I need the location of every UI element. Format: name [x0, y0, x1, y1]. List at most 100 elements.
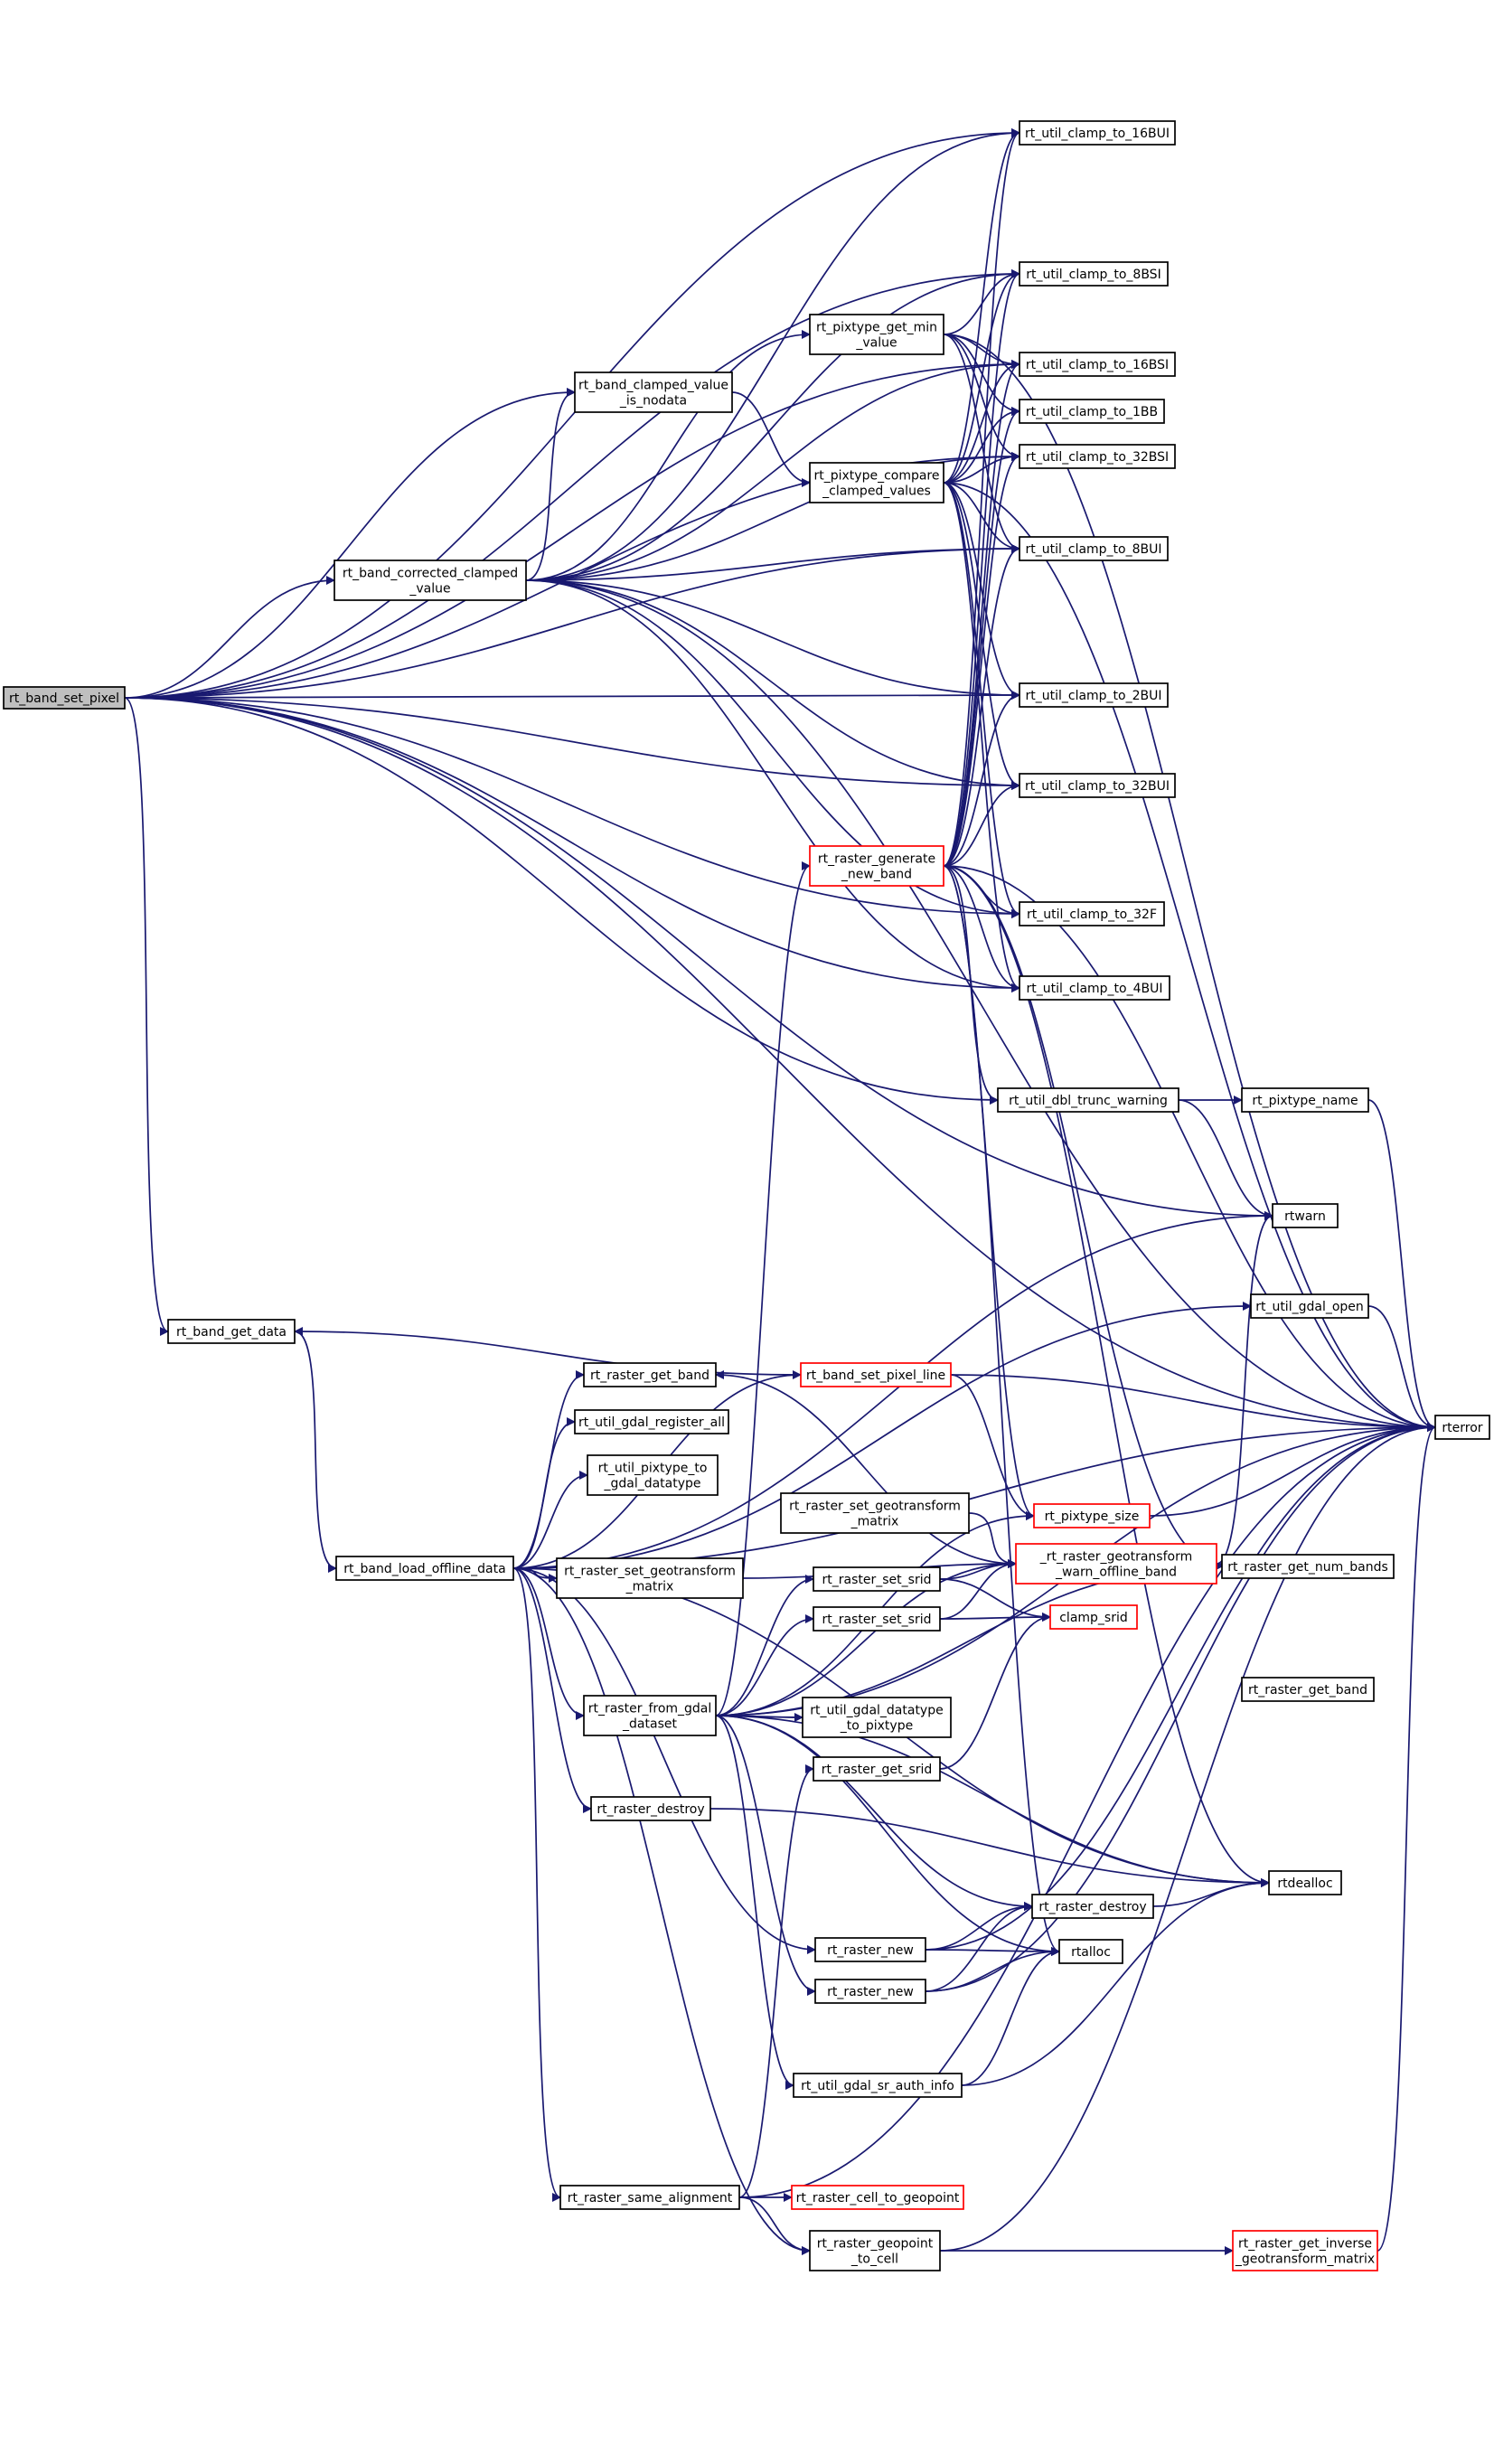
node-rt-raster-new[interactable]: rt_raster_new — [814, 1979, 926, 2004]
node-rt-util-clamp-to-2bui[interactable]: rt_util_clamp_to_2BUI — [1019, 682, 1169, 708]
function-nodes: rt_band_set_pixel rt_util_clamp_to_16BUIr… — [3, 120, 1490, 2271]
node-box — [997, 1087, 1179, 1113]
edge-rt-band-set-pixel-to-rt-band-corrected-clamped-value — [124, 576, 335, 699]
node-box — [1019, 120, 1176, 146]
node-rt-raster-generate-new-band[interactable]: rt_raster_generate_new_band — [809, 845, 944, 887]
node-rt-util-gdal-open[interactable]: rt_util_gdal_open — [1250, 1293, 1369, 1319]
node-rt-raster-get-band[interactable]: rt_raster_get_band — [1241, 1677, 1375, 1702]
node-rt-pixtype-get-min-value[interactable]: rt_pixtype_get_min_value — [809, 314, 944, 355]
node-label: rt_util_gdal_register_all — [578, 1415, 725, 1430]
node-rt-raster-get-srid[interactable]: rt_raster_get_srid — [813, 1756, 941, 1782]
node-rt-util-clamp-to-32bsi[interactable]: rt_util_clamp_to_32BSI — [1019, 444, 1176, 469]
node-label: rt_raster_cell_to_geopoint — [796, 2191, 960, 2205]
node-rterror[interactable]: rterror — [1434, 1415, 1490, 1440]
node-rt-util-clamp-to-1bb[interactable]: rt_util_clamp_to_1BB — [1019, 399, 1165, 424]
node-label: rt_util_clamp_to_32F — [1027, 908, 1157, 922]
node-rt-util-pixtype-to-gdal-datatype[interactable]: rt_util_pixtype_to_gdal_datatype — [587, 1454, 719, 1496]
node-rt-util-clamp-to-16bui[interactable]: rt_util_clamp_to_16BUI — [1019, 120, 1176, 146]
edge-rt-raster-get-srid-to-clamp-srid — [939, 1613, 1051, 1770]
edge-rt-pixtype-compare-clamped-values-to-rt-util-clamp-to-4bui — [943, 482, 1020, 992]
node-rt-util-dbl-trunc-warning[interactable]: rt_util_dbl_trunc_warning — [997, 1087, 1179, 1113]
node-rt-raster-from-gdal-dataset[interactable]: rt_raster_from_gdal_dataset — [583, 1695, 717, 1736]
edge-rt-band-load-offline-data-to-rt-raster-from-gdal-dataset — [512, 1567, 585, 1720]
node-rt-raster-set-geotransform-matrix[interactable]: rt_raster_set_geotransform_matrix — [556, 1557, 744, 1599]
node-rt-raster-get-band[interactable]: rt_raster_get_band — [583, 1362, 717, 1387]
node-rt-raster-set-geotransform-matrix[interactable]: rt_raster_set_geotransform_matrix — [780, 1492, 970, 1534]
node-label: rt_pixtype_get_min_value — [816, 321, 937, 351]
node-clamp-srid[interactable]: clamp_srid — [1049, 1604, 1138, 1630]
node-label: rt_util_clamp_to_16BSI — [1026, 358, 1169, 372]
node-rt-pixtype-compare-clamped-values[interactable]: rt_pixtype_compare_clamped_values — [809, 462, 944, 503]
node-label: rt_util_clamp_to_8BSI — [1026, 268, 1160, 282]
node-rt-raster-destroy[interactable]: rt_raster_destroy — [1031, 1894, 1154, 1919]
node-box — [1250, 1293, 1369, 1319]
node-box — [809, 845, 944, 887]
node-box — [791, 2185, 964, 2210]
node-rt-util-clamp-to-8bsi[interactable]: rt_util_clamp_to_8BSI — [1019, 261, 1169, 287]
node-label: rtdealloc — [1277, 1876, 1332, 1891]
node-label: _rt_raster_geotransform_warn_offline_ban… — [1039, 1550, 1192, 1580]
node-rt-raster-geopoint-to-cell[interactable]: rt_raster_geopoint_to_cell — [809, 2230, 941, 2271]
node-rt-util-gdal-register-all[interactable]: rt_util_gdal_register_all — [574, 1409, 729, 1434]
node-rt-raster-geotransform-warn-offline-band[interactable]: _rt_raster_geotransform_warn_offline_ban… — [1015, 1543, 1217, 1585]
node-box — [809, 462, 944, 503]
edge-rt-raster-generate-new-band-to-rtalloc — [943, 865, 1060, 1956]
node-label: rt_band_corrected_clamped_value — [343, 567, 518, 597]
edge-rt-raster-from-gdal-dataset-to-rt-raster-destroy — [715, 1715, 1033, 1911]
node-rtalloc[interactable]: rtalloc — [1058, 1939, 1123, 1964]
node-rt-raster-set-srid[interactable]: rt_raster_set_srid — [813, 1606, 941, 1632]
node-rt-util-clamp-to-32f[interactable]: rt_util_clamp_to_32F — [1019, 901, 1165, 926]
node-label: rt_pixtype_compare_clamped_values — [813, 469, 939, 499]
node-label: rt_band_load_offline_data — [343, 1562, 505, 1576]
edge-rt-band-set-pixel-to-rt-util-dbl-trunc-warning — [124, 697, 999, 1105]
node-label: rt_util_gdal_open — [1255, 1300, 1364, 1314]
node-rt-pixtype-name[interactable]: rt_pixtype_name — [1241, 1087, 1369, 1113]
node-box — [1031, 1894, 1154, 1919]
edge-rt-raster-destroy-to-rtdealloc — [709, 1808, 1270, 1887]
node-rt-band-get-data[interactable]: rt_band_get_data — [167, 1319, 296, 1344]
node-rt-raster-same-alignment[interactable]: rt_raster_same_alignment — [559, 2185, 740, 2210]
edge-rt-pixtype-get-min-value-to-rt-util-clamp-to-8bui — [943, 334, 1020, 553]
node-label: rt_util_pixtype_to_gdal_datatype — [598, 1462, 708, 1491]
node-rt-raster-get-inverse-geotransform-matrix[interactable]: rt_raster_get_inverse_geotransform_matri… — [1232, 2230, 1378, 2271]
edge-rt-raster-from-gdal-dataset-to-rt-util-gdal-sr-auth-info — [715, 1715, 794, 2090]
edge-rt-pixtype-compare-clamped-values-to-rt-util-clamp-to-1bb — [943, 407, 1020, 484]
edge-rt-band-set-pixel-line-to-rt-band-get-data — [294, 1327, 802, 1376]
edge-rt-pixtype-size-to-rterror — [1149, 1423, 1436, 1517]
node-rt-raster-cell-to-geopoint[interactable]: rt_raster_cell_to_geopoint — [791, 2185, 964, 2210]
node-rt-util-clamp-to-32bui[interactable]: rt_util_clamp_to_32BUI — [1019, 773, 1176, 798]
edge-rt-band-set-pixel-to-rt-util-clamp-to-8bsi — [124, 269, 1020, 699]
node-rt-raster-destroy[interactable]: rt_raster_destroy — [590, 1796, 711, 1821]
node-rt-band-clamped-value-is-nodata[interactable]: rt_band_clamped_value_is_nodata — [574, 371, 733, 413]
node-box — [3, 686, 126, 710]
node-label: rt_raster_get_inverse_geotransform_matri… — [1235, 2237, 1375, 2267]
node-rt-raster-get-num-bands[interactable]: rt_raster_get_num_bands — [1221, 1554, 1395, 1579]
edge-rt-band-corrected-clamped-value-to-rt-band-clamped-value-is-nodata — [525, 388, 576, 581]
node-rt-band-load-offline-data[interactable]: rt_band_load_offline_data — [335, 1556, 514, 1581]
node-rt-band-set-pixel-line[interactable]: rt_band_set_pixel_line — [800, 1362, 952, 1387]
node-rt-util-gdal-sr-auth-info[interactable]: rt_util_gdal_sr_auth_info — [793, 2073, 963, 2098]
edge-rt-raster-same-alignment-to-rt-raster-get-srid — [738, 1764, 814, 2198]
node-rt-band-set-pixel[interactable]: rt_band_set_pixel — [3, 686, 126, 710]
edge-rt-raster-new-to-rterror — [925, 1423, 1436, 1951]
edge-rt-pixtype-get-min-value-to-rt-util-clamp-to-32bsi — [943, 334, 1020, 461]
node-box — [587, 1454, 719, 1496]
node-rtwarn[interactable]: rtwarn — [1272, 1203, 1339, 1228]
node-label: rt_util_dbl_trunc_warning — [1009, 1094, 1168, 1108]
node-rt-band-corrected-clamped-value[interactable]: rt_band_corrected_clamped_value — [334, 560, 527, 601]
node-label: rt_util_clamp_to_32BUI — [1025, 779, 1170, 794]
node-rt-util-clamp-to-4bui[interactable]: rt_util_clamp_to_4BUI — [1019, 975, 1170, 1001]
node-rt-raster-new[interactable]: rt_raster_new — [814, 1937, 926, 1962]
edge-rt-raster-new-to-rt-raster-destroy — [925, 1902, 1033, 1951]
node-rt-raster-set-srid[interactable]: rt_raster_set_srid — [813, 1566, 941, 1592]
node-rt-pixtype-size[interactable]: rt_pixtype_size — [1033, 1503, 1151, 1528]
node-rt-util-clamp-to-16bsi[interactable]: rt_util_clamp_to_16BSI — [1019, 352, 1176, 377]
node-label: rt_band_set_pixel — [9, 691, 119, 706]
node-box — [1221, 1554, 1395, 1579]
edge-rt-band-set-pixel-to-rt-util-clamp-to-4bui — [124, 697, 1020, 992]
node-rt-util-gdal-datatype-to-pixtype[interactable]: rt_util_gdal_datatype_to_pixtype — [802, 1697, 952, 1738]
node-rtdealloc[interactable]: rtdealloc — [1268, 1870, 1342, 1895]
edge-rt-raster-generate-new-band-to-rt-util-clamp-to-4bui — [943, 865, 1020, 992]
node-rt-util-clamp-to-8bui[interactable]: rt_util_clamp_to_8BUI — [1019, 536, 1169, 561]
